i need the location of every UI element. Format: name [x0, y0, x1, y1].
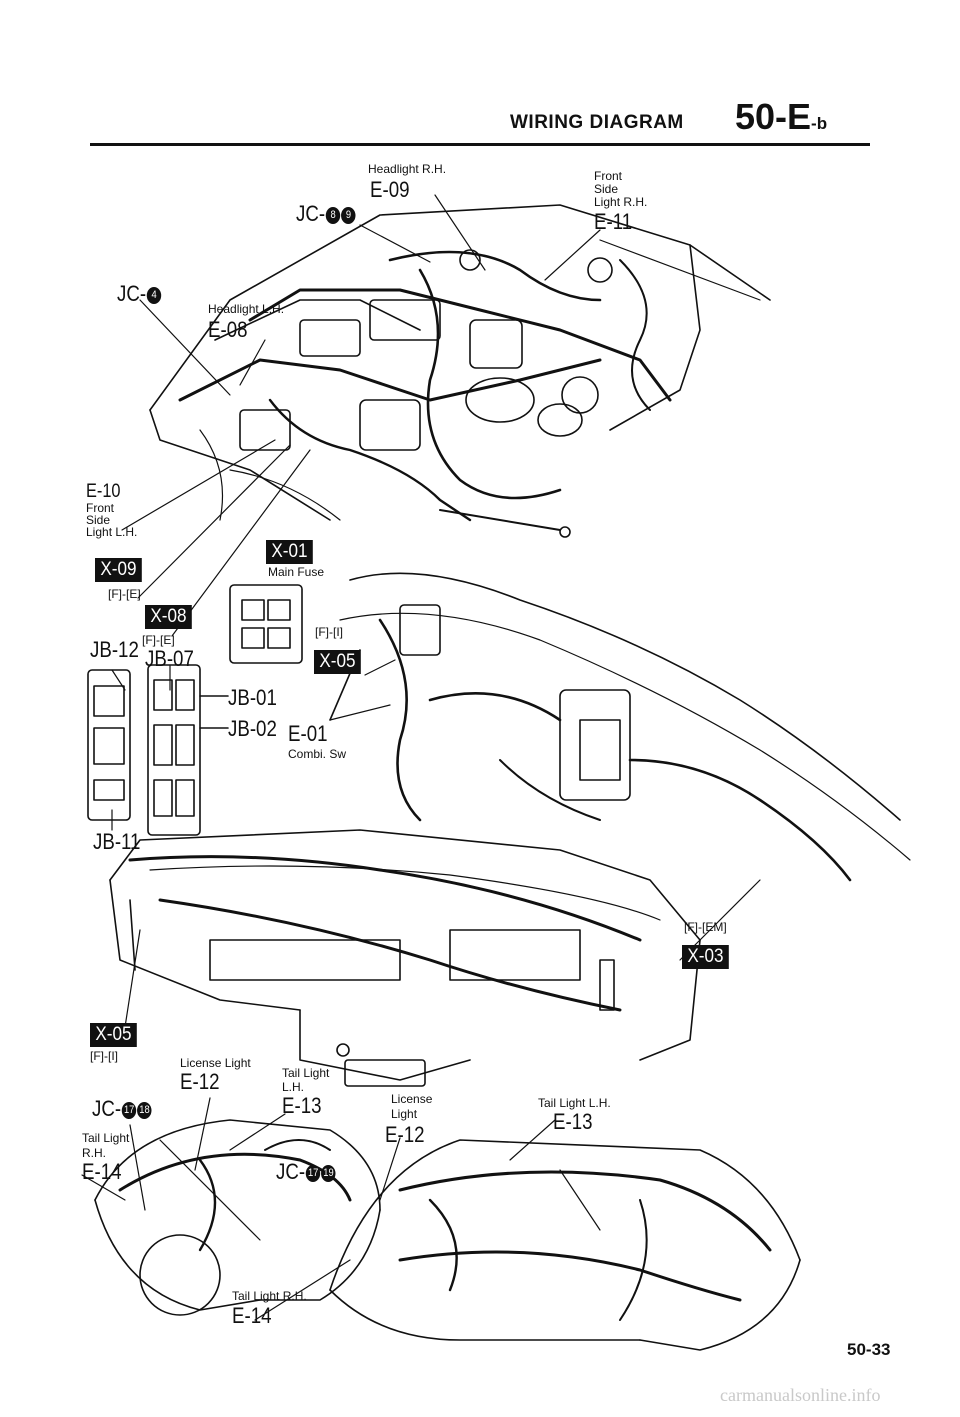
tail-light-lh-1-side: L.H. — [282, 1080, 305, 1094]
circled-number: 4 — [146, 286, 162, 304]
combi-switch-code: E-01 — [288, 721, 328, 746]
junction-prefix: JC- — [296, 201, 326, 226]
connector-tag-x05-bottom: X-05 — [90, 1023, 137, 1047]
connector-code-fi-em: [F]-[EM] — [684, 920, 727, 934]
connector-tag-x08: X-08 — [145, 605, 192, 629]
front-side-light-lh-label-1: Front — [86, 501, 115, 515]
junction-block-jb02: JB-02 — [228, 716, 277, 741]
front-side-light-rh-code: E-11 — [594, 209, 633, 234]
tail-light-rh-1-side: R.H. — [82, 1146, 106, 1160]
junction-block-jb11: JB-11 — [93, 829, 141, 854]
connector-tag-x03: X-03 — [682, 945, 729, 969]
connector-code-fi-i-1: [F]-[I] — [315, 625, 343, 639]
tail-light-lh-1-label: Tail Light — [282, 1066, 330, 1080]
headlight-lh-code: E-08 — [208, 317, 248, 342]
engine-bay-drawing — [149, 204, 771, 538]
headlight-lh-label: Headlight L.H. — [208, 302, 285, 316]
page-number: 50-33 — [847, 1340, 891, 1359]
junction-jc-4: JC-4 — [117, 281, 162, 306]
circled-number: 19 — [321, 1164, 336, 1182]
page-title: WIRING DIAGRAM — [510, 112, 684, 133]
main-fuse-label: Main Fuse — [268, 565, 325, 579]
headlight-rh-code: E-09 — [370, 177, 410, 202]
junction-block-jb12: JB-12 — [90, 637, 139, 662]
connector-tag-x09: X-09 — [95, 558, 142, 582]
front-side-light-rh-label-1: Front — [594, 169, 623, 183]
tail-light-rh-2-code: E-14 — [232, 1303, 272, 1328]
tail-light-rh-1-label: Tail Light — [82, 1131, 130, 1145]
junction-prefix: JC- — [117, 281, 147, 306]
connector-tag-x01: X-01 — [266, 540, 313, 564]
junction-block-jb01: JB-01 — [228, 685, 277, 710]
section-number: 50-E-b — [735, 96, 827, 138]
headlight-rh-label: Headlight R.H. — [368, 162, 447, 176]
instrument-panel-drawing — [109, 829, 701, 1087]
circled-number: 9 — [341, 206, 356, 224]
connector-code-fi-e-1: [F]-[E] — [108, 587, 141, 601]
watermark: carmanualsonline.info — [720, 1385, 881, 1405]
circled-number: 8 — [325, 206, 341, 224]
front-side-light-lh-label-3: Light L.H. — [86, 525, 138, 539]
license-light-2-label-2: Light — [391, 1107, 418, 1121]
front-side-light-rh-label-2: Side — [594, 182, 619, 196]
rear-car-left-drawing — [94, 1119, 381, 1316]
tail-light-rh-1-code: E-14 — [82, 1159, 122, 1184]
section-suffix: -b — [811, 114, 828, 133]
tail-light-rh-2-label: Tail Light R.H. — [232, 1289, 307, 1303]
dash-harness-drawing — [329, 572, 911, 882]
circled-number: 18 — [137, 1101, 152, 1119]
tail-light-lh-2-label: Tail Light L.H. — [538, 1096, 611, 1110]
fuse-block-drawing — [87, 584, 303, 836]
circled-number: 17 — [305, 1164, 321, 1182]
license-light-2-label-1: License — [391, 1092, 433, 1106]
front-side-light-lh-code: E-10 — [86, 481, 121, 502]
connector-tag-x05-top: X-05 — [314, 650, 361, 674]
tail-light-lh-2-code: E-13 — [553, 1109, 593, 1134]
license-light-1-code: E-12 — [180, 1069, 220, 1094]
combi-switch-label: Combi. Sw — [288, 747, 347, 761]
rear-car-right-drawing — [329, 1139, 801, 1351]
junction-prefix: JC- — [276, 1159, 306, 1184]
license-light-2-code: E-12 — [385, 1122, 425, 1147]
connector-code-fi-i-2: [F]-[I] — [90, 1049, 118, 1063]
junction-prefix: JC- — [92, 1096, 122, 1121]
section-code: 50-E — [735, 96, 812, 137]
front-side-light-rh-label-3: Light R.H. — [594, 195, 648, 209]
connector-code-fi-e-2: [F]-[E] — [142, 633, 175, 647]
leader-lines — [81, 194, 761, 1321]
front-side-light-lh-label-2: Side — [86, 513, 111, 527]
tail-light-lh-1-code: E-13 — [282, 1093, 322, 1118]
junction-block-jb07: JB-07 — [145, 646, 194, 671]
circled-number: 17 — [121, 1101, 137, 1119]
header-rule — [90, 143, 870, 146]
license-light-1-label: License Light — [180, 1056, 251, 1070]
